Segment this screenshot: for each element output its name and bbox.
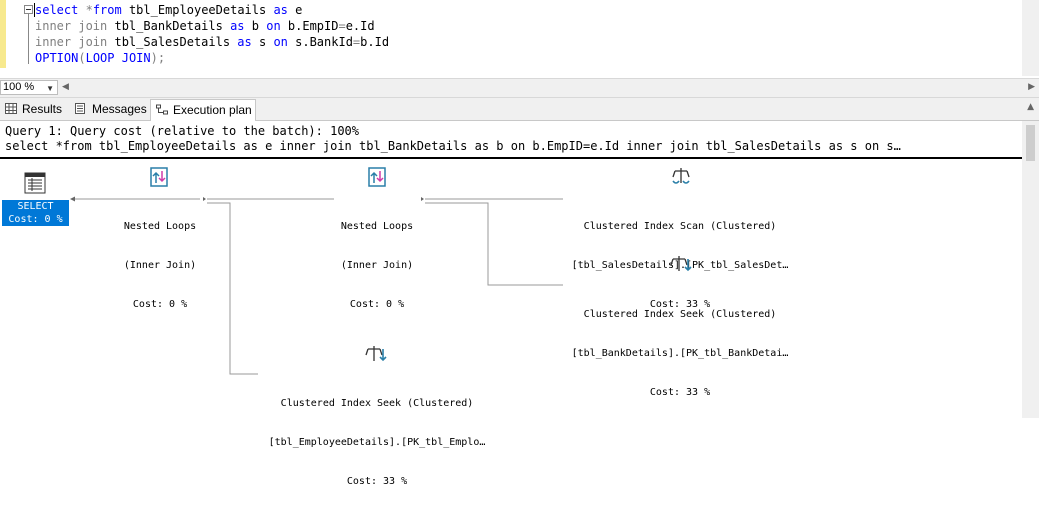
select-node[interactable]: SELECT Cost: 0 % bbox=[2, 200, 69, 226]
code-token: OPTION bbox=[35, 51, 79, 65]
code-token: b.Id bbox=[360, 35, 390, 49]
code-token: s.BankId bbox=[287, 35, 353, 49]
code-token: e bbox=[287, 3, 303, 17]
code-line-4[interactable]: OPTION(LOOP JOIN); bbox=[35, 50, 165, 66]
code-token: ); bbox=[150, 51, 166, 65]
code-line-2[interactable]: inner join tbl_BankDetails as b on b.Emp… bbox=[35, 18, 375, 34]
editor-status-bar: 100 % ▼ ◀ ▶ bbox=[0, 78, 1039, 98]
tab-messages-label: Messages bbox=[92, 102, 147, 116]
code-token: inner join bbox=[35, 19, 108, 33]
arrowhead-nl2 bbox=[421, 197, 424, 201]
editor-gutter bbox=[6, 0, 28, 68]
outline-line bbox=[28, 14, 29, 64]
nested-loops-icon[interactable] bbox=[148, 166, 170, 188]
execution-plan-icon bbox=[156, 104, 168, 115]
messages-icon bbox=[75, 103, 85, 114]
grid-icon bbox=[5, 103, 17, 114]
results-tab-bar: Results Messages Execution plan ▲ bbox=[0, 98, 1039, 121]
plan-edges bbox=[70, 196, 563, 375]
node-cost: Cost: 0 % bbox=[349, 299, 405, 310]
scrollbar-thumb[interactable] bbox=[1026, 125, 1035, 161]
node-cost: Cost: 33 % bbox=[649, 299, 711, 310]
tab-execution-plan-label: Execution plan bbox=[173, 103, 252, 117]
code-token: = bbox=[352, 35, 361, 49]
code-token: b.EmpID bbox=[280, 19, 339, 33]
node-subtitle: [tbl_BankDetails].[PK_tbl_BankDetai… bbox=[571, 348, 789, 359]
scroll-up-icon[interactable]: ▲ bbox=[1027, 102, 1034, 112]
select-node-cost: Cost: 0 % bbox=[8, 214, 63, 225]
zoom-value: 100 % bbox=[3, 81, 35, 93]
code-token: select bbox=[35, 3, 79, 17]
query-text-line: select *from tbl_EmployeeDetails as e in… bbox=[5, 139, 901, 153]
code-token: tbl_BankDetails bbox=[107, 19, 231, 33]
code-token: as bbox=[237, 35, 252, 49]
chevron-down-icon[interactable]: ▼ bbox=[46, 84, 54, 93]
clustered-index-seek-icon[interactable] bbox=[365, 343, 387, 365]
code-token: inner join bbox=[35, 35, 108, 49]
clustered-index-scan-icon[interactable] bbox=[670, 165, 692, 187]
code-token: * bbox=[78, 3, 93, 17]
changed-lines-marker bbox=[0, 0, 6, 68]
zoom-dropdown[interactable]: 100 % ▼ bbox=[0, 80, 58, 95]
edge-nl1-seek-emp bbox=[207, 202, 258, 375]
edge-nl2-seek-bank bbox=[425, 202, 563, 286]
plan-vertical-scrollbar[interactable] bbox=[1022, 121, 1039, 418]
code-token: e.Id bbox=[345, 19, 375, 33]
clustered-index-seek-node-employee[interactable]: Clustered Index Seek (Clustered) [tbl_Em… bbox=[252, 371, 502, 514]
tab-results[interactable]: Results bbox=[0, 99, 66, 119]
node-title: Clustered Index Scan (Clustered) bbox=[583, 221, 777, 232]
code-token: on bbox=[273, 35, 288, 49]
code-line-3[interactable]: inner join tbl_SalesDetails as s on s.Ba… bbox=[35, 34, 389, 50]
clustered-index-seek-icon[interactable] bbox=[670, 253, 692, 275]
node-title: Clustered Index Seek (Clustered) bbox=[280, 398, 474, 409]
node-subtitle: (Inner Join) bbox=[340, 260, 414, 271]
node-subtitle: [tbl_SalesDetails].[PK_tbl_SalesDet… bbox=[571, 260, 789, 271]
query-header: Query 1: Query cost (relative to the bat… bbox=[0, 121, 1022, 159]
nested-loops-node-2[interactable]: Nested Loops (Inner Join) Cost: 0 % bbox=[317, 194, 437, 337]
nested-loops-node-1[interactable]: Nested Loops (Inner Join) Cost: 0 % bbox=[100, 194, 220, 337]
text-caret bbox=[34, 3, 35, 17]
tab-execution-plan[interactable]: Execution plan bbox=[150, 99, 256, 121]
node-title: Nested Loops bbox=[340, 221, 414, 232]
clustered-index-scan-node[interactable]: Clustered Index Scan (Clustered) [tbl_Sa… bbox=[555, 194, 805, 337]
scroll-right-icon[interactable]: ▶ bbox=[1028, 82, 1035, 92]
code-token: as bbox=[273, 3, 288, 17]
code-token: on bbox=[266, 19, 281, 33]
code-line-1[interactable]: select *from tbl_EmployeeDetails as e bbox=[35, 2, 302, 18]
scroll-left-icon[interactable]: ◀ bbox=[62, 82, 69, 92]
execution-plan-pane[interactable]: Query 1: Query cost (relative to the bat… bbox=[0, 121, 1039, 487]
arrowhead-nl1 bbox=[203, 197, 206, 201]
arrowhead-select bbox=[70, 196, 75, 202]
tab-results-label: Results bbox=[22, 102, 63, 116]
node-cost: Cost: 33 % bbox=[649, 387, 711, 398]
code-token: = bbox=[338, 19, 346, 33]
code-token: from bbox=[92, 3, 122, 17]
query-cost-line: Query 1: Query cost (relative to the bat… bbox=[5, 124, 360, 138]
node-subtitle: [tbl_EmployeeDetails].[PK_tbl_Emplo… bbox=[268, 437, 486, 448]
nested-loops-icon[interactable] bbox=[366, 166, 388, 188]
code-token: as bbox=[230, 19, 245, 33]
node-cost: Cost: 33 % bbox=[346, 476, 408, 487]
select-node-label: SELECT bbox=[17, 201, 54, 212]
sql-editor[interactable]: select *from tbl_EmployeeDetails as e in… bbox=[0, 0, 1039, 76]
code-token: s bbox=[251, 35, 274, 49]
node-subtitle: (Inner Join) bbox=[123, 260, 197, 271]
editor-vertical-scrollbar[interactable] bbox=[1022, 0, 1039, 76]
select-node-icon[interactable] bbox=[24, 172, 46, 194]
code-token: ( bbox=[78, 51, 86, 65]
clustered-index-seek-node-bank[interactable]: Clustered Index Seek (Clustered) [tbl_Ba… bbox=[555, 282, 805, 425]
node-title: Nested Loops bbox=[123, 221, 197, 232]
code-token: b bbox=[244, 19, 267, 33]
node-cost: Cost: 0 % bbox=[132, 299, 188, 310]
code-token: tbl_EmployeeDetails bbox=[121, 3, 274, 17]
collapse-toggle-icon[interactable] bbox=[24, 5, 33, 14]
code-token: tbl_SalesDetails bbox=[107, 35, 238, 49]
tab-messages[interactable]: Messages bbox=[70, 99, 150, 119]
node-title: Clustered Index Seek (Clustered) bbox=[583, 309, 777, 320]
code-token: LOOP JOIN bbox=[85, 51, 151, 65]
